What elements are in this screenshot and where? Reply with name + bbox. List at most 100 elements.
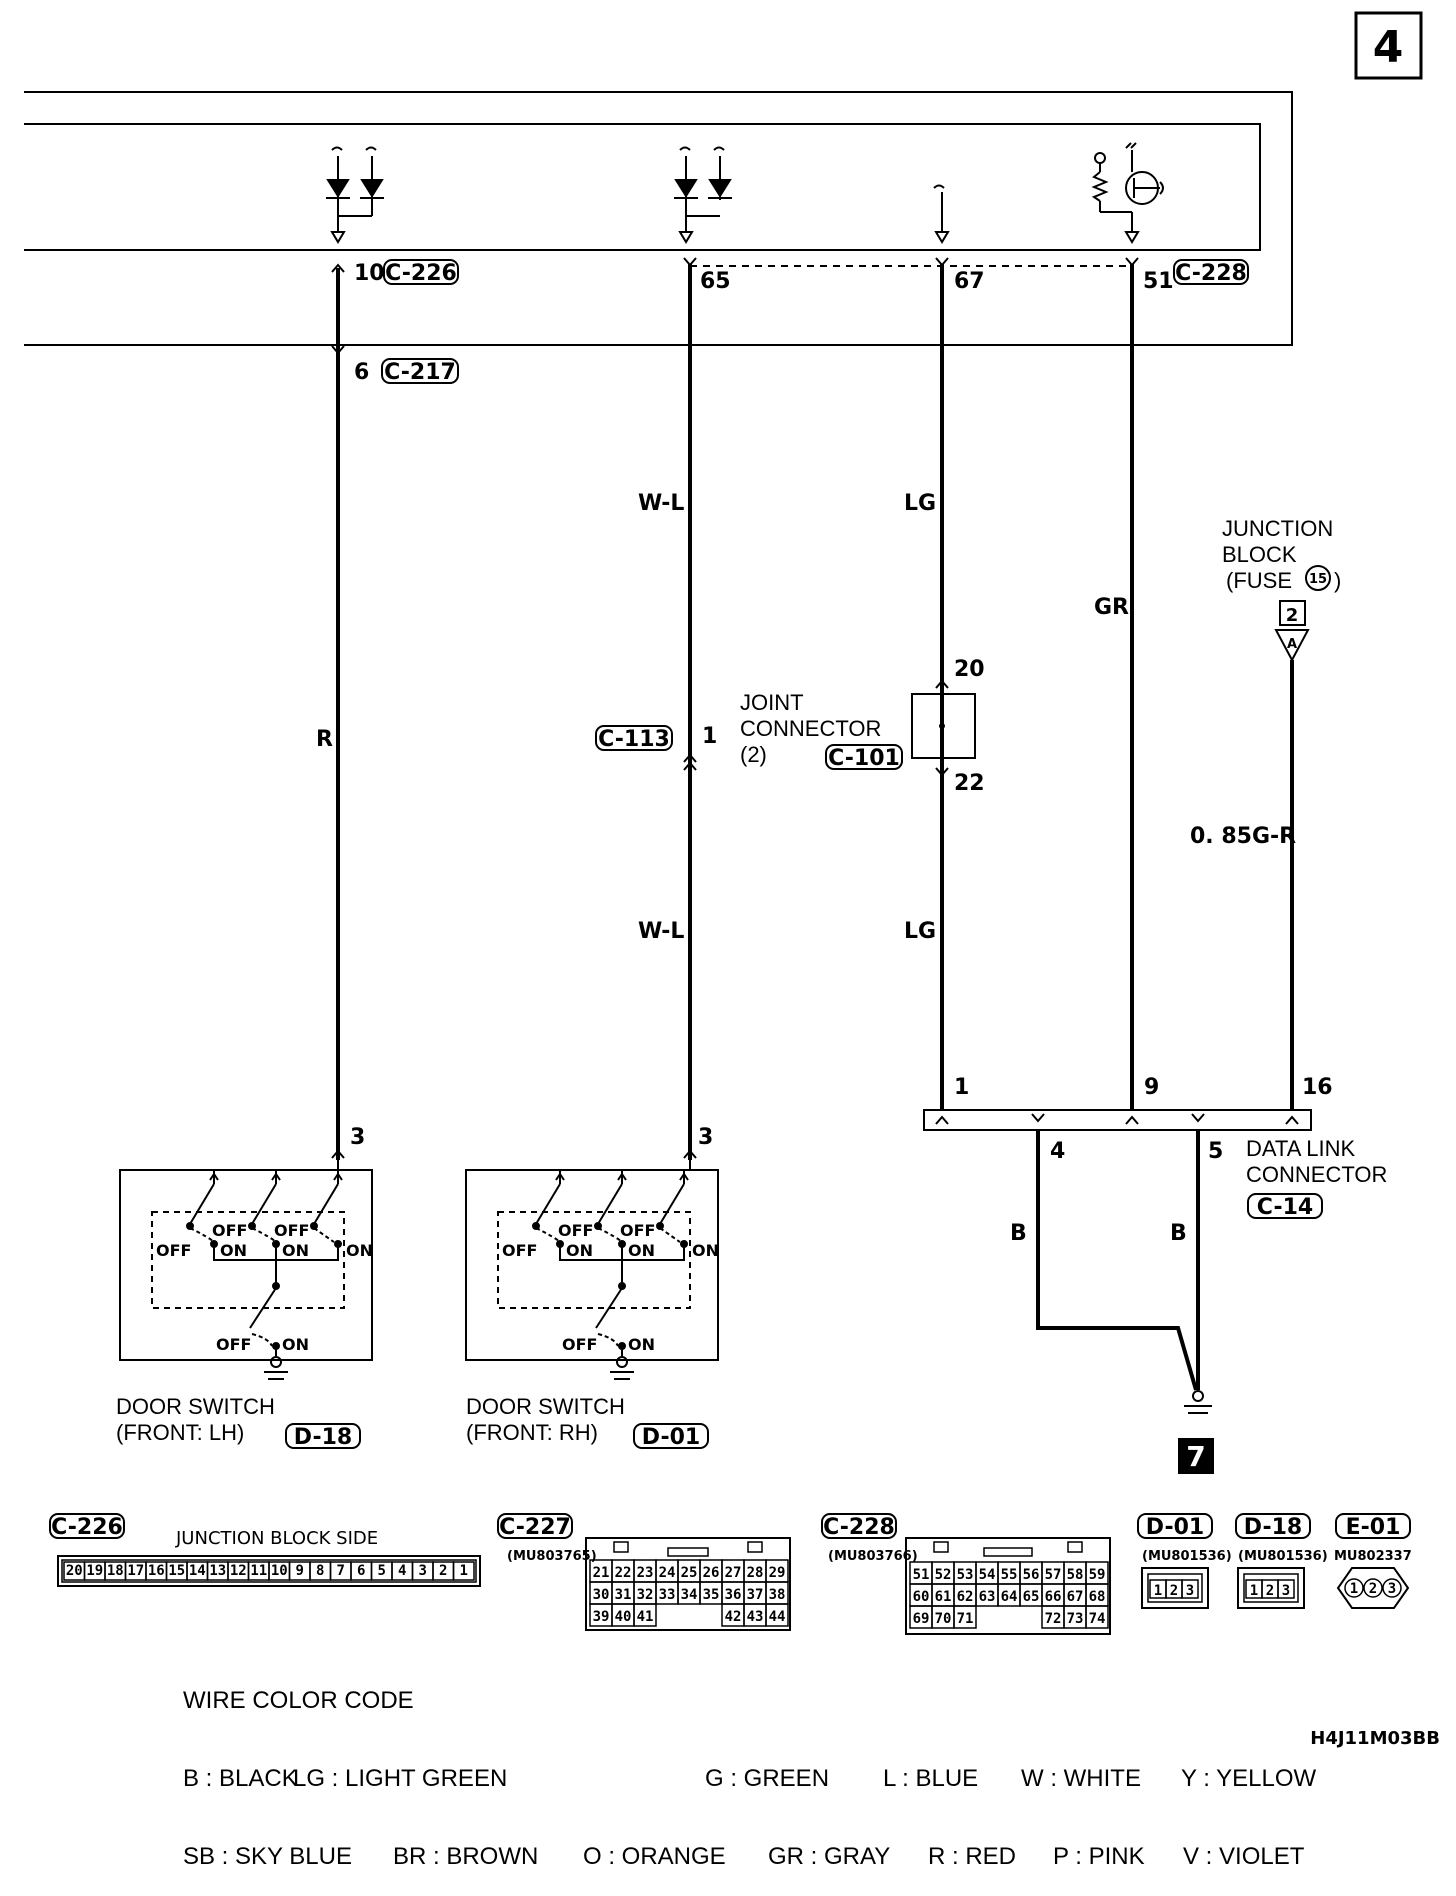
svg-text:4: 4 bbox=[1373, 22, 1404, 73]
data-link-connector-body bbox=[923, 1109, 1312, 1131]
pin-label: 68 bbox=[1089, 1589, 1106, 1605]
pin-label: 56 bbox=[1023, 1567, 1040, 1583]
pin-label: 26 bbox=[703, 1565, 720, 1581]
svg-text:DOOR SWITCH: DOOR SWITCH bbox=[466, 1394, 625, 1419]
pin-label: 9 bbox=[296, 1563, 304, 1579]
legend-entry: Y : YELLOW bbox=[1181, 1765, 1317, 1792]
pin-label: 8 bbox=[316, 1563, 324, 1579]
pin-label: 32 bbox=[637, 1587, 654, 1603]
legend-row-2: SB : SKY BLUE BR : BROWN O : ORANGE GR :… bbox=[183, 1844, 1316, 1870]
svg-text:DOOR SWITCH: DOOR SWITCH bbox=[116, 1394, 275, 1419]
pin-label: 43 bbox=[747, 1609, 764, 1625]
svg-text:67: 67 bbox=[954, 269, 985, 294]
pin-label: 21 bbox=[593, 1565, 610, 1581]
legend-entry: G : GREEN bbox=[705, 1765, 830, 1792]
svg-text:LG: LG bbox=[904, 919, 936, 944]
svg-text:C-217: C-217 bbox=[384, 360, 456, 385]
svg-text:OFF: OFF bbox=[620, 1221, 655, 1240]
pin-label: 74 bbox=[1089, 1611, 1106, 1627]
svg-text:D-01: D-01 bbox=[1146, 1515, 1204, 1540]
svg-text:C-113: C-113 bbox=[598, 727, 670, 752]
svg-text:CONNECTOR: CONNECTOR bbox=[740, 716, 881, 741]
pin-label: 65 bbox=[1023, 1589, 1040, 1605]
pin-label: 11 bbox=[250, 1563, 267, 1579]
svg-text:C-227: C-227 bbox=[499, 1515, 571, 1540]
svg-text:GR: GR bbox=[1094, 595, 1129, 620]
pin-label: 61 bbox=[935, 1589, 952, 1605]
pin-label: 73 bbox=[1067, 1611, 1084, 1627]
pin-label: 13 bbox=[209, 1563, 226, 1579]
svg-text:4: 4 bbox=[1050, 1139, 1065, 1164]
pin-label: 3 bbox=[419, 1563, 427, 1579]
pin-label: 20 bbox=[66, 1563, 83, 1579]
svg-text:DATA LINK: DATA LINK bbox=[1246, 1136, 1356, 1161]
svg-text:1: 1 bbox=[1250, 1583, 1258, 1599]
svg-text:OFF: OFF bbox=[156, 1241, 191, 1260]
d01-pins: 1 2 3 bbox=[1149, 1579, 1199, 1599]
svg-text:ON: ON bbox=[220, 1241, 247, 1260]
pin-label: 19 bbox=[86, 1563, 103, 1579]
pin-label: 40 bbox=[615, 1609, 632, 1625]
pin-label: 42 bbox=[725, 1609, 742, 1625]
pin-label: 15 bbox=[168, 1563, 185, 1579]
svg-text:B: B bbox=[1170, 1221, 1187, 1246]
pin-label: 22 bbox=[615, 1565, 632, 1581]
pin-label: 34 bbox=[681, 1587, 698, 1603]
svg-text:9: 9 bbox=[1144, 1075, 1159, 1100]
svg-text:ON: ON bbox=[282, 1335, 309, 1354]
pin-label: 63 bbox=[979, 1589, 996, 1605]
pin-label: 4 bbox=[398, 1563, 406, 1579]
svg-text:3: 3 bbox=[1186, 1583, 1194, 1599]
legend-entry: B : BLACK bbox=[183, 1765, 298, 1792]
svg-text:3: 3 bbox=[350, 1125, 365, 1150]
svg-text:A: A bbox=[1287, 637, 1297, 652]
pin-label: 55 bbox=[1001, 1567, 1018, 1583]
pin-label: 54 bbox=[979, 1567, 996, 1583]
image-code: H4J11M03BB bbox=[1310, 1728, 1440, 1749]
svg-text:3: 3 bbox=[1388, 1581, 1396, 1597]
svg-text:(MU801536): (MU801536) bbox=[1238, 1549, 1328, 1564]
pin-cell bbox=[765, 1603, 789, 1627]
svg-text:3: 3 bbox=[1282, 1583, 1290, 1599]
svg-text:1: 1 bbox=[954, 1075, 969, 1100]
svg-text:JUNCTION BLOCK SIDE: JUNCTION BLOCK SIDE bbox=[175, 1528, 378, 1549]
svg-text:OFF: OFF bbox=[212, 1221, 247, 1240]
pin-label: 17 bbox=[127, 1563, 144, 1579]
junction-block-connector bbox=[1274, 565, 1331, 663]
svg-text:C-101: C-101 bbox=[828, 746, 900, 771]
wire-r bbox=[331, 263, 345, 1160]
svg-text:OFF: OFF bbox=[562, 1335, 597, 1354]
svg-text:D-18: D-18 bbox=[294, 1425, 352, 1450]
pin-label: 71 bbox=[957, 1611, 974, 1627]
svg-text:(MU803765): (MU803765) bbox=[507, 1549, 597, 1564]
wire-w-l bbox=[683, 257, 697, 1160]
pin-label: 5 bbox=[378, 1563, 386, 1579]
pin-label: 30 bbox=[593, 1587, 610, 1603]
svg-text:(MU801536): (MU801536) bbox=[1142, 1549, 1232, 1564]
pin-label: 25 bbox=[681, 1565, 698, 1581]
svg-text:3: 3 bbox=[698, 1125, 713, 1150]
svg-text:C-228: C-228 bbox=[823, 1515, 895, 1540]
pin-label: 72 bbox=[1045, 1611, 1062, 1627]
legend-entry: LG : LIGHT GREEN bbox=[293, 1765, 508, 1792]
pin-label: 60 bbox=[913, 1589, 930, 1605]
door-switch-lh-labels: OFF OFF OFF ON ON ON OFF ON bbox=[156, 1221, 373, 1354]
wire-lg bbox=[935, 257, 949, 1110]
svg-text:C-226: C-226 bbox=[385, 261, 457, 286]
pin-label: 66 bbox=[1045, 1589, 1062, 1605]
pin-label: 6 bbox=[357, 1563, 365, 1579]
pin-label: 31 bbox=[615, 1587, 632, 1603]
svg-text:51: 51 bbox=[1143, 269, 1174, 294]
pin-label: 23 bbox=[637, 1565, 654, 1581]
svg-text:OFF: OFF bbox=[502, 1241, 537, 1260]
svg-text:C-14: C-14 bbox=[1257, 1195, 1313, 1220]
d01-connector-view: D-01 (MU801536) 1 2 3 bbox=[1137, 1513, 1232, 1609]
page-number-box: 4 bbox=[1354, 11, 1423, 80]
signal-input-symbol bbox=[933, 184, 950, 244]
pin-label: 35 bbox=[703, 1587, 720, 1603]
pin-label: 12 bbox=[230, 1563, 247, 1579]
e01-connector-view: E-01 MU802337 1 2 3 bbox=[1334, 1513, 1412, 1609]
pin-label: 41 bbox=[637, 1609, 654, 1625]
svg-text:(MU803766): (MU803766) bbox=[828, 1549, 918, 1564]
svg-text:ON: ON bbox=[628, 1241, 655, 1260]
